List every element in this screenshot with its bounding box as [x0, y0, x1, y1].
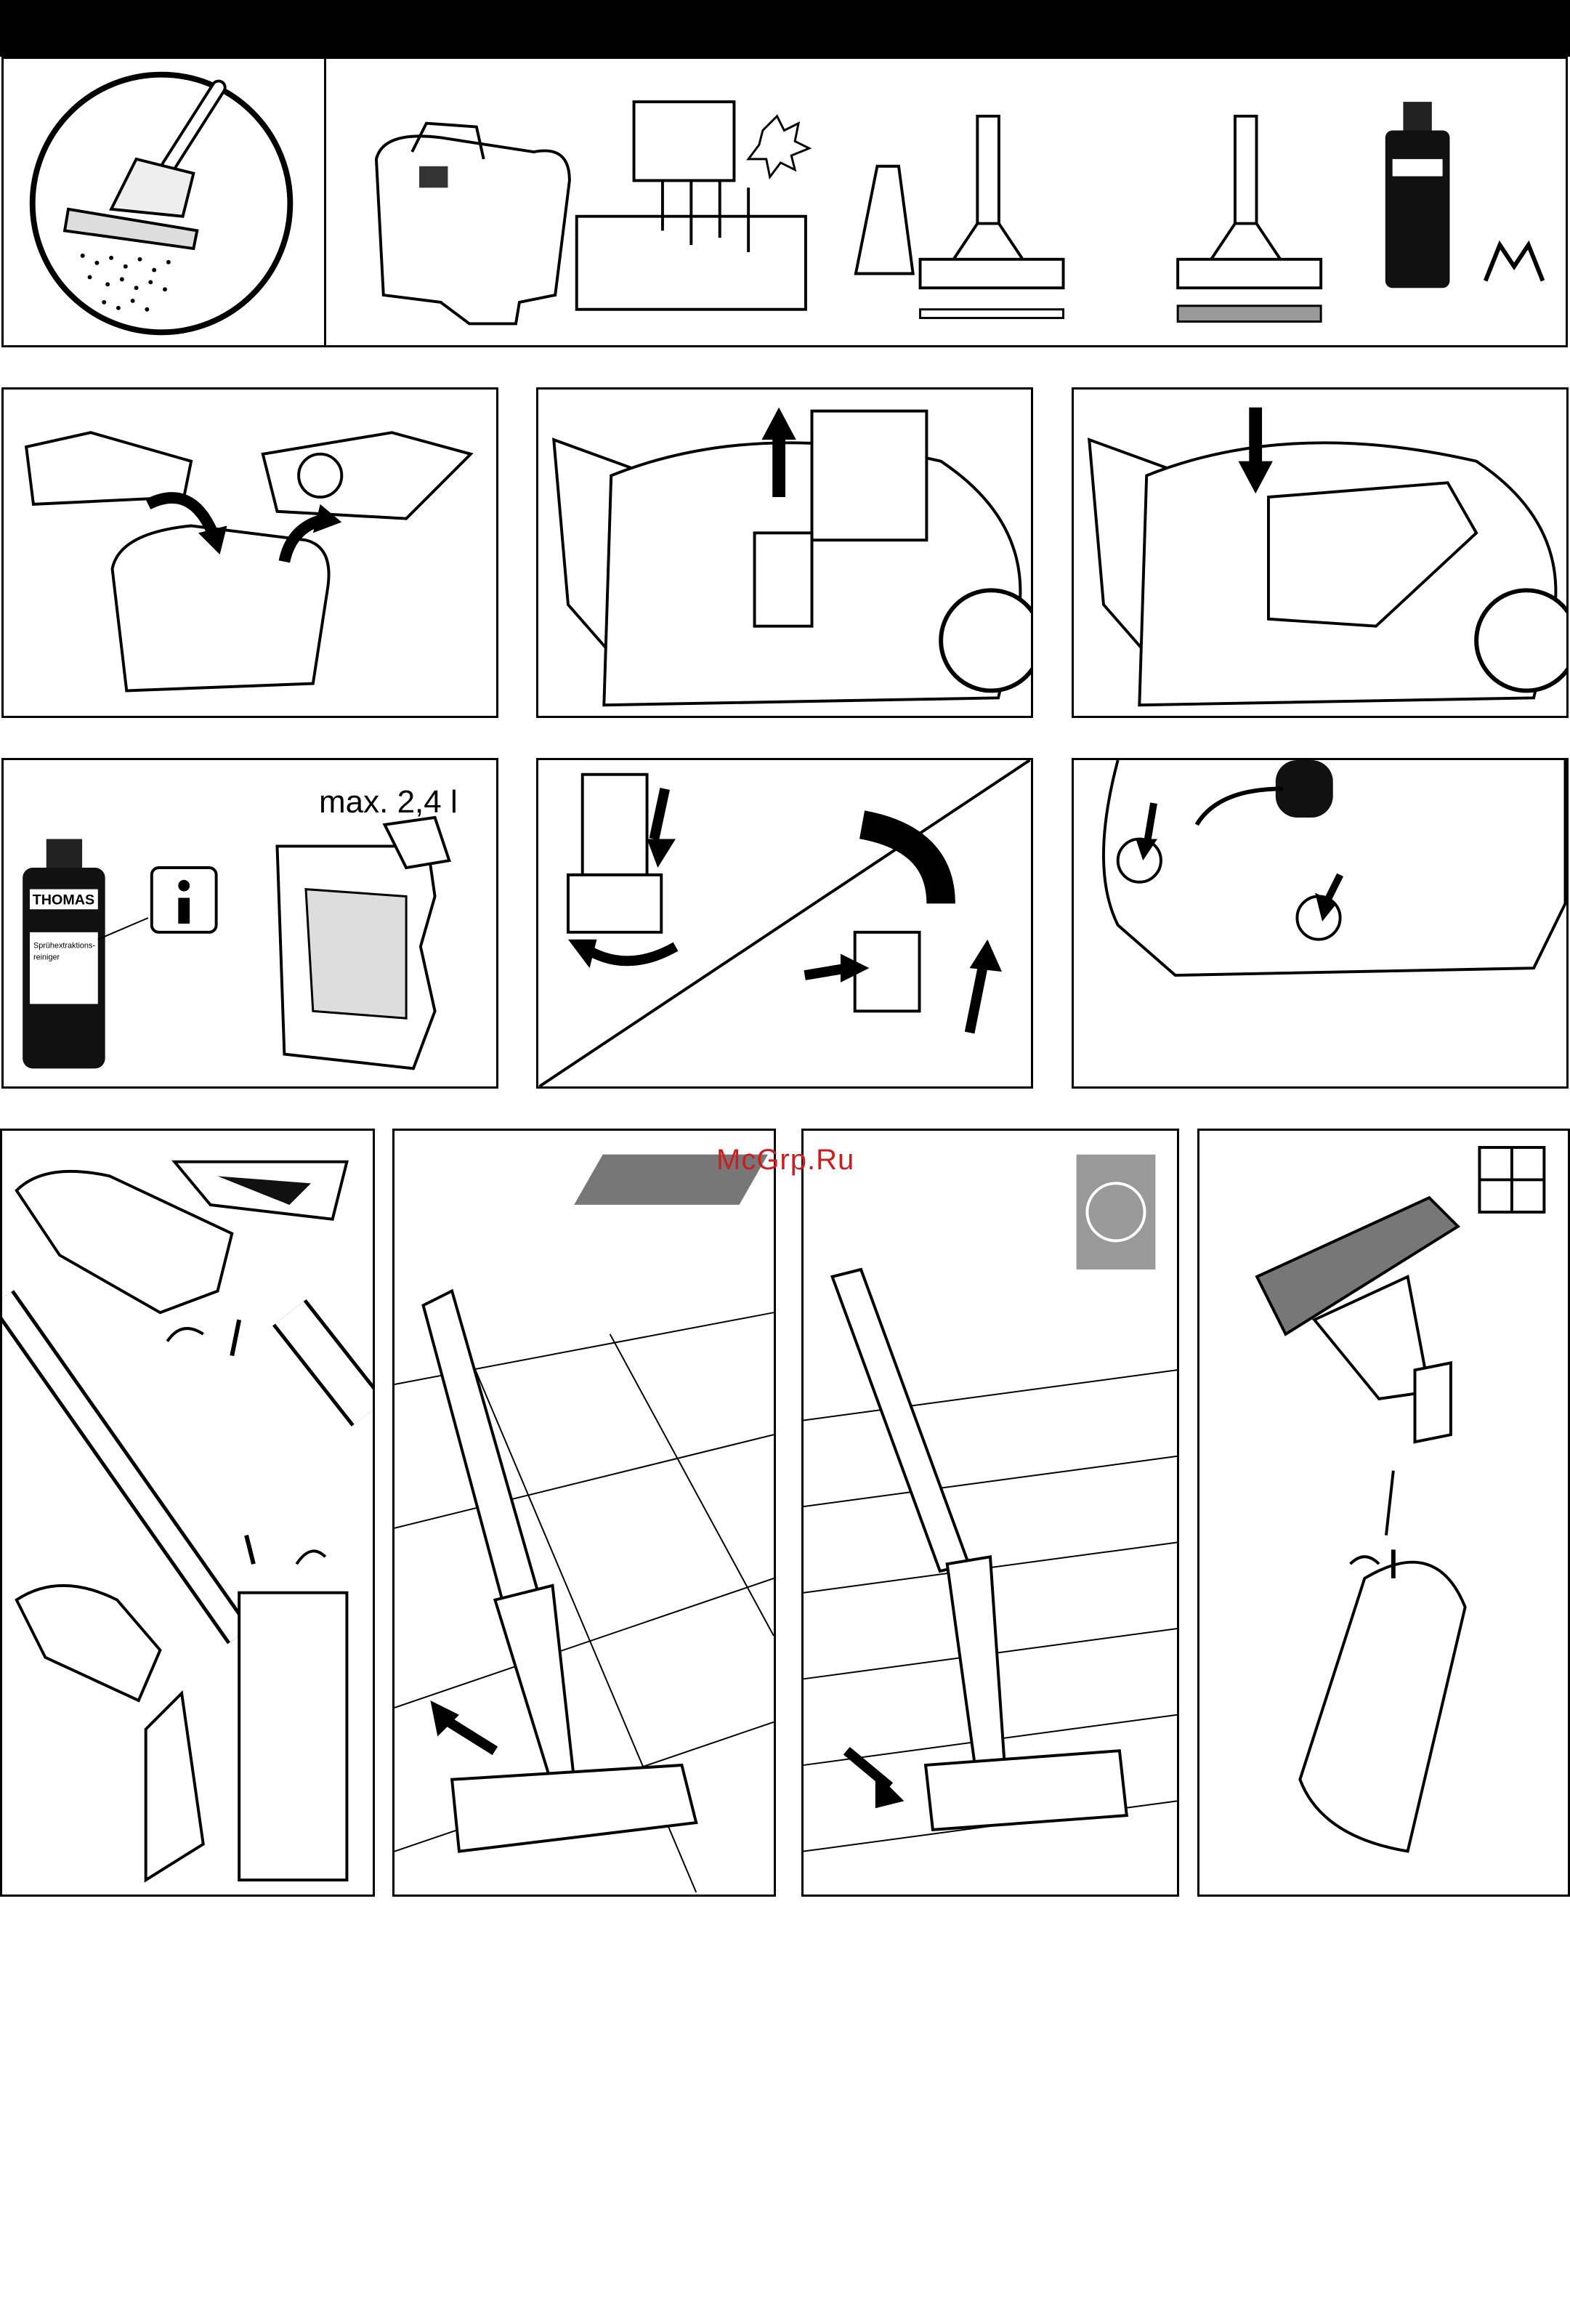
connect-hose-illustration — [538, 760, 1031, 1086]
spray-nozzle-circle-illustration — [4, 59, 324, 345]
step-wood-cleaning — [801, 1129, 1179, 1897]
header-bar — [0, 0, 1570, 57]
window-cleaning-illustration — [1199, 1131, 1568, 1895]
step-fill-tank: THOMAS Sprühextraktions- reiniger max. 2… — [1, 758, 498, 1089]
step-assemble-handle — [0, 1129, 375, 1897]
remove-filter-illustration — [538, 390, 1031, 716]
intro-panel — [1, 57, 326, 347]
step-connect-hose — [536, 758, 1033, 1089]
assemble-handle-illustration — [2, 1131, 373, 1895]
bottle-title-2: reiniger — [33, 953, 60, 961]
step-window-cleaning — [1197, 1129, 1570, 1897]
watermark: McGrp.Ru — [716, 1144, 854, 1177]
step-filter-assembly — [1, 387, 498, 718]
insert-filter-illustration — [1074, 390, 1566, 716]
step-tiles-cleaning — [392, 1129, 776, 1897]
filter-assembly-illustration — [4, 390, 496, 716]
accessories-illustration — [326, 59, 1566, 345]
wood-cleaning-illustration — [804, 1131, 1177, 1895]
step-remove-filter — [536, 387, 1033, 718]
step-insert-filter — [1072, 387, 1569, 718]
max-fill-label: max. 2,4 l — [319, 784, 458, 820]
tiles-cleaning-illustration — [394, 1131, 774, 1895]
step-connect-coupling — [1072, 758, 1569, 1089]
coupling-illustration — [1074, 760, 1566, 1086]
accessories-panel — [324, 57, 1568, 347]
bottle-title-1: Sprühextraktions- — [33, 942, 95, 951]
bottle-brand: THOMAS — [33, 892, 94, 908]
